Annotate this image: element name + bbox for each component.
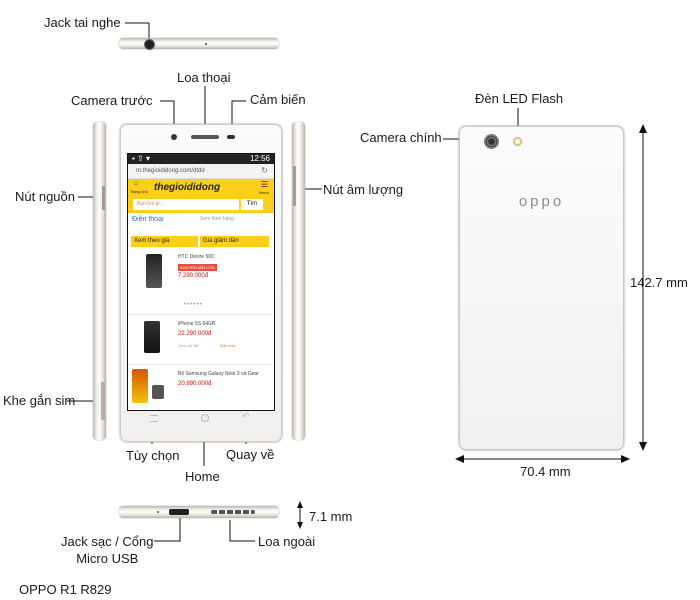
headphone-jack <box>144 39 155 50</box>
label-volume-button: Nút âm lượng <box>323 182 404 197</box>
main-camera <box>484 134 499 149</box>
refresh-icon[interactable]: ↻ <box>261 166 268 175</box>
phone-left-side <box>93 122 106 440</box>
product-image <box>146 254 162 288</box>
label-charging-port: Jack sạc / Cổng Micro USB <box>61 534 154 566</box>
phone-bottom-edge <box>119 506 279 518</box>
product-image <box>144 321 160 353</box>
speaker-grille <box>211 510 255 514</box>
product-image <box>132 369 148 403</box>
product-name: HTC Desire 500 <box>178 254 214 260</box>
product-price: 7.290.000đ <box>178 273 209 279</box>
buy-link[interactable]: Đặt mua <box>220 343 236 348</box>
label-sim-slot: Khe gắn sim <box>3 393 76 408</box>
label-headphone-jack: Jack tai nghe <box>44 15 121 30</box>
category-label[interactable]: Điện thoại <box>132 216 164 223</box>
volume-button <box>293 166 296 206</box>
phone-right-side <box>292 122 305 440</box>
product-image <box>152 385 164 399</box>
detail-link[interactable]: Xem chi tiết <box>178 343 199 348</box>
label-power-button: Nút nguồn <box>15 189 75 204</box>
model-name: OPPO R1 R829 <box>19 582 112 597</box>
label-front-camera: Camera trước <box>71 93 153 108</box>
url-bar[interactable]: m.thegioididong.com/dtdd ↻ <box>128 164 274 179</box>
sort-price-select[interactable]: Xem theo giá <box>131 236 198 247</box>
phone-back: oppo <box>459 126 624 450</box>
label-width-dimension: 70.4 mm <box>520 464 571 479</box>
label-home-key: Home <box>185 469 220 484</box>
power-button <box>102 186 105 210</box>
home-key[interactable] <box>201 414 209 422</box>
oppo-logo: oppo <box>518 193 565 210</box>
proximity-sensor <box>227 135 235 139</box>
product-price: 22.290.000đ <box>178 331 212 337</box>
menu-icon[interactable]: ☰ <box>260 180 268 189</box>
phone-screen: ▪ ⇪ ▾ 12:56 m.thegioididong.com/dtdd ↻ ⌂… <box>127 153 275 411</box>
list-item[interactable]: iPhone 5S 64GB 22.290.000đ Xem chi tiết … <box>128 314 272 361</box>
label-earpiece: Loa thoại <box>177 70 231 85</box>
back-key-icon[interactable]: ↶ <box>242 411 250 421</box>
promo-badge: KHUYẾN MÃI LỚN <box>178 264 217 271</box>
led-flash <box>513 137 522 146</box>
menu-label: Menu <box>258 190 269 195</box>
earpiece-speaker <box>191 135 219 139</box>
home-icon[interactable]: ⌂ <box>134 180 139 187</box>
label-thickness-dimension: 7.1 mm <box>309 509 353 524</box>
list-item[interactable]: HTC Desire 500 KHUYẾN MÃI LỚN 7.290.000đ <box>128 252 272 298</box>
site-header: ⌂ Trang chủ thegioididong ☰ Menu <box>128 179 274 197</box>
list-item[interactable]: Bộ Samsung Galaxy Note 3 và Gear 20.990.… <box>128 364 272 410</box>
label-options-key: Tùy chọn <box>126 448 180 463</box>
label-height-dimension: 142.7 mm <box>630 275 688 290</box>
phone-front: ▪ ⇪ ▾ 12:56 m.thegioididong.com/dtdd ↻ ⌂… <box>120 124 282 442</box>
product-price: 20.990.000đ <box>178 381 212 387</box>
carousel-dots: •••••• <box>184 302 203 308</box>
brand-filter[interactable]: Xem theo hãng <box>200 216 234 222</box>
front-camera <box>171 134 177 140</box>
label-led-flash: Đèn LED Flash <box>475 91 564 106</box>
product-name: Bộ Samsung Galaxy Note 3 và Gear <box>178 371 259 377</box>
search-button[interactable]: Tìm <box>241 199 263 210</box>
search-input[interactable]: Bạn tìm gì... <box>133 199 239 210</box>
label-loudspeaker: Loa ngoài <box>258 534 316 549</box>
status-bar: ▪ ⇪ ▾ 12:56 <box>128 154 274 164</box>
label-back-key: Quay về <box>226 447 275 462</box>
sim-tray <box>101 382 105 420</box>
label-main-camera: Camera chính <box>360 130 442 145</box>
product-name: iPhone 5S 64GB <box>178 321 216 327</box>
category-row: Điện thoại Xem theo hãng <box>128 213 274 229</box>
status-time: 12:56 <box>249 154 270 163</box>
search-row: Bạn tìm gì... Tìm <box>128 197 274 213</box>
phone-top-edge <box>119 38 279 50</box>
micro-usb-port <box>169 509 189 515</box>
label-sensor: Cảm biến <box>250 92 306 107</box>
site-logo[interactable]: thegioididong <box>154 182 221 193</box>
options-key[interactable] <box>150 415 158 422</box>
sort-order-select[interactable]: Giá giảm dần <box>200 236 269 247</box>
home-label: Trang chủ <box>130 189 148 194</box>
